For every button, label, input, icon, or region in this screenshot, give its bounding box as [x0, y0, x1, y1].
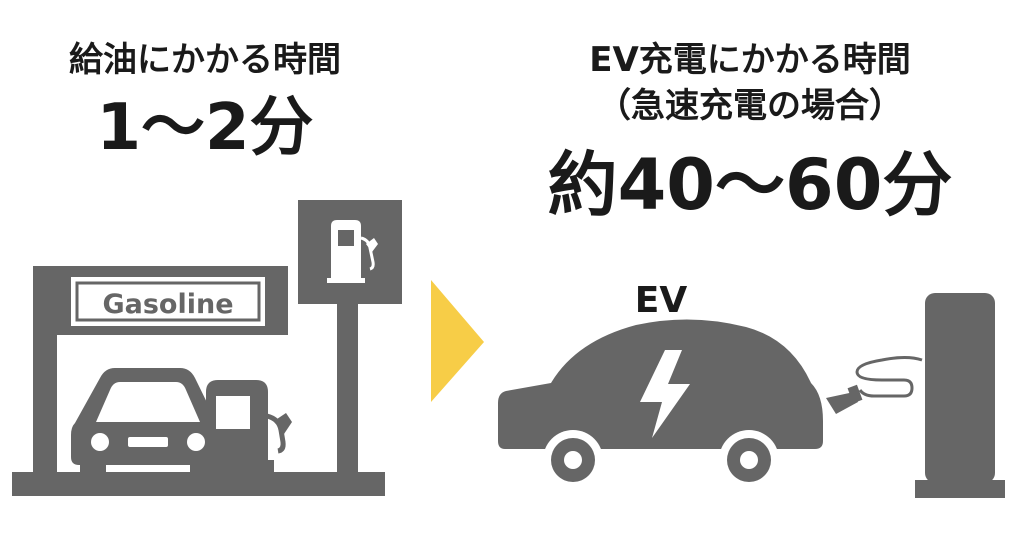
gasoline-car-icon — [71, 368, 221, 476]
charging-plug-icon — [826, 384, 863, 414]
fuel-pump — [200, 380, 292, 474]
ev-charge-condition: （急速充電の場合） — [597, 86, 903, 126]
ev-label: EV — [635, 280, 688, 321]
ev-charge-time-value: 約40〜60分 — [547, 144, 953, 226]
ev-car-icon — [498, 319, 823, 490]
charging-station — [915, 293, 1005, 498]
pole-sign-post — [337, 302, 358, 476]
gasoline-sign-label: Gasoline — [102, 289, 233, 320]
lightning-bolt-icon — [640, 350, 690, 438]
gasoline-time-heading: 給油にかかる時間 — [69, 40, 341, 80]
charging-cable — [855, 356, 923, 398]
gasoline-time-value: 1〜2分 — [96, 91, 314, 165]
fuel-pump-icon — [327, 220, 378, 283]
ev-charge-time-heading: EV充電にかかる時間 — [589, 40, 911, 80]
gas-station-illustration: Gasoline — [12, 200, 402, 496]
gasoline-sign — [71, 277, 265, 326]
arrow-right-icon — [431, 280, 484, 402]
